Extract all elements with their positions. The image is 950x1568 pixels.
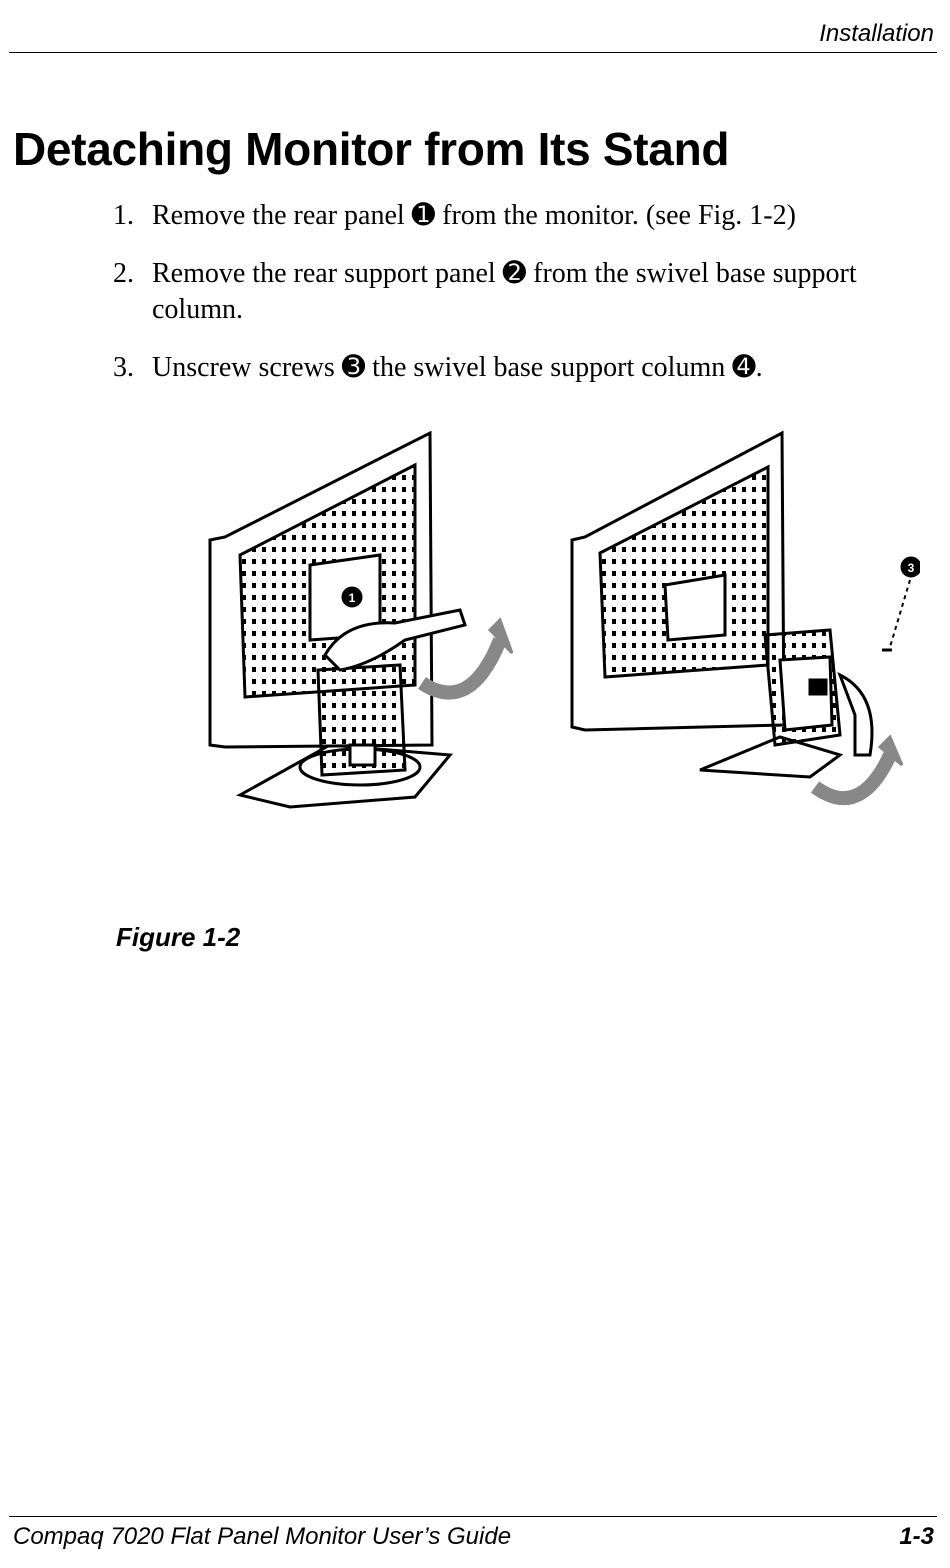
page-number: 1-3: [899, 1523, 934, 1550]
step-number: 2.: [113, 258, 134, 289]
header-rule: [9, 52, 937, 53]
page-title: Detaching Monitor from Its Stand: [13, 123, 730, 175]
right-monitor-drawing: 3: [570, 430, 922, 806]
callout-1-label: 1: [349, 591, 356, 605]
step-item: 2. Remove the rear support panel ➋ from …: [113, 256, 913, 328]
monitor-detach-illustration: 1 3: [208, 430, 922, 809]
left-monitor-drawing: 1: [208, 430, 514, 809]
callout-3-label: 3: [908, 561, 915, 575]
step-text: Remove the rear panel ➊ from the monitor…: [152, 200, 796, 231]
step-text: Unscrew screws ➌ the swivel base support…: [152, 352, 763, 383]
figure-caption: Figure 1-2: [116, 922, 241, 952]
step-item: 3. Unscrew screws ➌ the swivel base supp…: [113, 350, 913, 386]
step-text: Remove the rear support panel ➋ from the…: [152, 258, 857, 325]
step-item: 1. Remove the rear panel ➊ from the moni…: [113, 198, 913, 234]
figure-illustration: 1 3: [200, 425, 922, 815]
footer-rule: [9, 1516, 937, 1517]
step-number: 1.: [113, 200, 134, 231]
steps-list: 1. Remove the rear panel ➊ from the moni…: [113, 198, 913, 408]
footer-guide-title: Compaq 7020 Flat Panel Monitor User’s Gu…: [13, 1523, 512, 1550]
running-head: Installation: [819, 20, 934, 47]
step-number: 3.: [113, 352, 134, 383]
